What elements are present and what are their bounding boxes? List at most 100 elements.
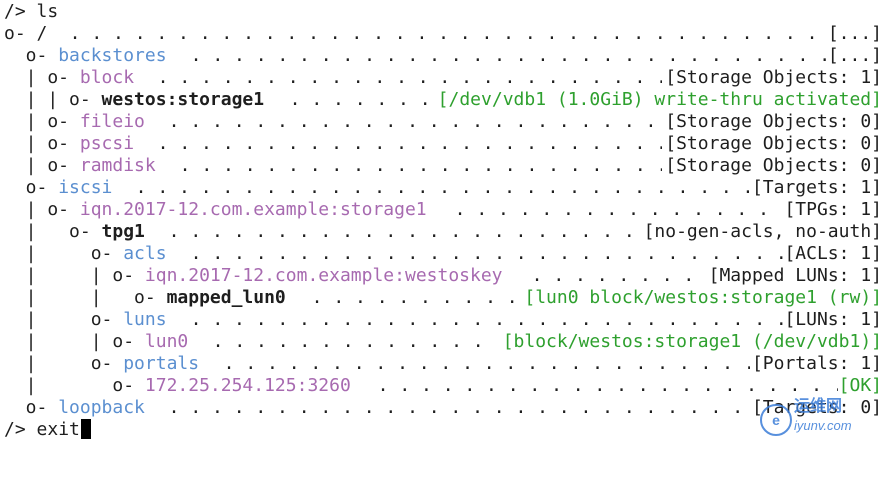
tree-row: | o- 172.25.254.125:3260 . . . . . . . .… [0,375,886,397]
node-name: ramdisk [79,155,156,176]
prompt: /> [4,419,37,440]
watermark-subtitle: iyunv.com [794,418,852,433]
tree-branch: | o- [4,67,80,88]
tree-row: | o- luns . . . . . . . . . . . . . . . … [0,309,886,331]
tree-node: | o- pscsi [4,133,134,155]
tree-row: | o- block . . . . . . . . . . . . . . .… [0,67,886,89]
node-name: fileio [79,111,145,132]
node-status: [Storage Objects: 0] [665,133,882,155]
node-name: 172.25.254.125:3260 [144,375,351,396]
leader-dots: . . . . . . . . . . . . . . . . . . . . … [190,45,827,66]
leader-dots: . . . . . . . . . . . . . . . . . . . . … [377,375,838,396]
leader-dots: . . . . . . . . . . . . . . . . . . . . … [190,243,783,264]
leader-dots: . . . . . . . . . . . . . . . . . . . . … [212,331,497,352]
watermark-title: 运维网 [794,398,843,415]
node-status: [...] [827,23,882,45]
node-name: portals [123,353,200,374]
tree-branch: | o- [4,199,80,220]
tree-row: | o- fileio . . . . . . . . . . . . . . … [0,111,886,133]
tree-row: | o- acls . . . . . . . . . . . . . . . … [0,243,886,265]
tree-node: | o- luns [4,309,167,331]
tree-branch: | o- [4,375,145,396]
exit-line[interactable]: /> exit [0,419,886,441]
node-status: [no-gen-acls, no-auth] [643,221,882,243]
leader-dots: . . . . . . . . . . . . . . . . . . . . … [531,265,706,286]
tree-branch: | | o- [4,331,145,352]
tree-node: | o- iqn.2017-12.com.example:storage1 [4,199,427,221]
tree-node: o- backstores [4,45,167,67]
tree-branch: o- [4,397,59,418]
site-watermark: e 运维网 iyunv.com [760,398,880,436]
tree-branch: | o- [4,309,124,330]
node-name: acls [123,243,167,264]
tree-node: | o- acls [4,243,167,265]
tree-branch: | o- [4,243,124,264]
terminal-window[interactable]: /> ls o- / . . . . . . . . . . . . . . .… [0,0,886,440]
tree-row: o- iscsi . . . . . . . . . . . . . . . .… [0,177,886,199]
tree-node: | | o- westos:storage1 [4,89,264,111]
tree-branch: o- [4,177,59,198]
tree-node: | o- tpg1 [4,221,145,243]
tree-row: o- / . . . . . . . . . . . . . . . . . .… [0,23,886,45]
command-text: ls [36,1,59,22]
node-status: [Portals: 1] [751,353,882,375]
node-name: backstores [58,45,167,66]
leader-dots: . . . . . . . . . . . . . . . . . . . . … [168,111,657,132]
node-name: westos:storage1 [101,89,265,110]
node-status: [/dev/vdb1 (1.0GiB) write-thru activated… [437,89,882,111]
tree-branch: | o- [4,133,80,154]
node-name: luns [123,309,167,330]
tree-branch: | | o- [4,89,102,110]
node-status: [Storage Objects: 1] [665,67,882,89]
tree-row: | o- pscsi . . . . . . . . . . . . . . .… [0,133,886,155]
node-name: iqn.2017-12.com.example:storage1 [79,199,427,220]
node-name: / [36,23,48,44]
tree-node: | o- portals [4,353,199,375]
tree-branch: | | o- [4,287,167,308]
node-status: [TPGs: 1] [784,199,882,221]
leader-dots: . . . . . . . . . . . . . . . . . . . . … [135,177,750,198]
leader-dots: . . . . . . . . . . . . . . . . . . . . … [157,133,662,154]
tree-node: | o- 172.25.254.125:3260 [4,375,351,397]
node-status: [ACLs: 1] [784,243,882,265]
text-cursor [80,419,91,439]
node-name: lun0 [144,331,189,352]
node-status: [Storage Objects: 0] [665,155,882,177]
tree-node: o- loopback [4,397,145,419]
leader-dots: . . . . . . . . . . . . . . . . . . . . … [190,309,783,330]
tree-row: | o- portals . . . . . . . . . . . . . .… [0,353,886,375]
tree-row: | | o- iqn.2017-12.com.example:westoskey… [0,265,886,287]
tree-node: | o- ramdisk [4,155,156,177]
tree-branch: | | o- [4,265,145,286]
leader-dots: . . . . . . . . . . . . . . . . . . . . … [168,397,744,418]
tree-node: | o- fileio [4,111,145,133]
node-status: [Storage Objects: 0] [665,111,882,133]
node-name: loopback [58,397,145,418]
tree-node: o- / [4,23,47,45]
leader-dots: . . . . . . . . . . . . . . . . . . . . … [168,221,635,242]
tree-row: o- backstores . . . . . . . . . . . . . … [0,45,886,67]
node-status: [lun0 block/westos:storage1 (rw)] [524,287,882,309]
tree-branch: o- [4,45,59,66]
leader-dots: . . . . . . . . . . . . . . . . . . . . … [223,353,750,374]
node-name: pscsi [79,133,135,154]
tree-branch: o- [4,23,37,44]
node-name: iscsi [58,177,113,198]
tree-row: | o- tpg1 . . . . . . . . . . . . . . . … [0,221,886,243]
tree-row: | o- iqn.2017-12.com.example:storage1 . … [0,199,886,221]
leader-dots: . . . . . . . . . . . . . . . . . . . . … [289,89,431,110]
node-name: block [79,67,135,88]
tree-node: | | o- mapped_lun0 [4,287,286,309]
node-name: iqn.2017-12.com.example:westoskey [144,265,503,286]
tree-branch: | o- [4,111,80,132]
tree-row: o- loopback . . . . . . . . . . . . . . … [0,397,886,419]
tree-row: | | o- westos:storage1 . . . . . . . . .… [0,89,886,111]
tree-row: | | o- lun0 . . . . . . . . . . . . . . … [0,331,886,353]
leader-dots: . . . . . . . . . . . . . . . . . . . . … [179,155,662,176]
tree-row: | o- ramdisk . . . . . . . . . . . . . .… [0,155,886,177]
leader-dots: . . . . . . . . . . . . . . . . . . . . … [157,67,662,88]
tree-branch: | o- [4,155,80,176]
tree-branch: | o- [4,353,124,374]
prompt: /> [4,1,37,22]
tree-node: | | o- iqn.2017-12.com.example:westoskey [4,265,503,287]
